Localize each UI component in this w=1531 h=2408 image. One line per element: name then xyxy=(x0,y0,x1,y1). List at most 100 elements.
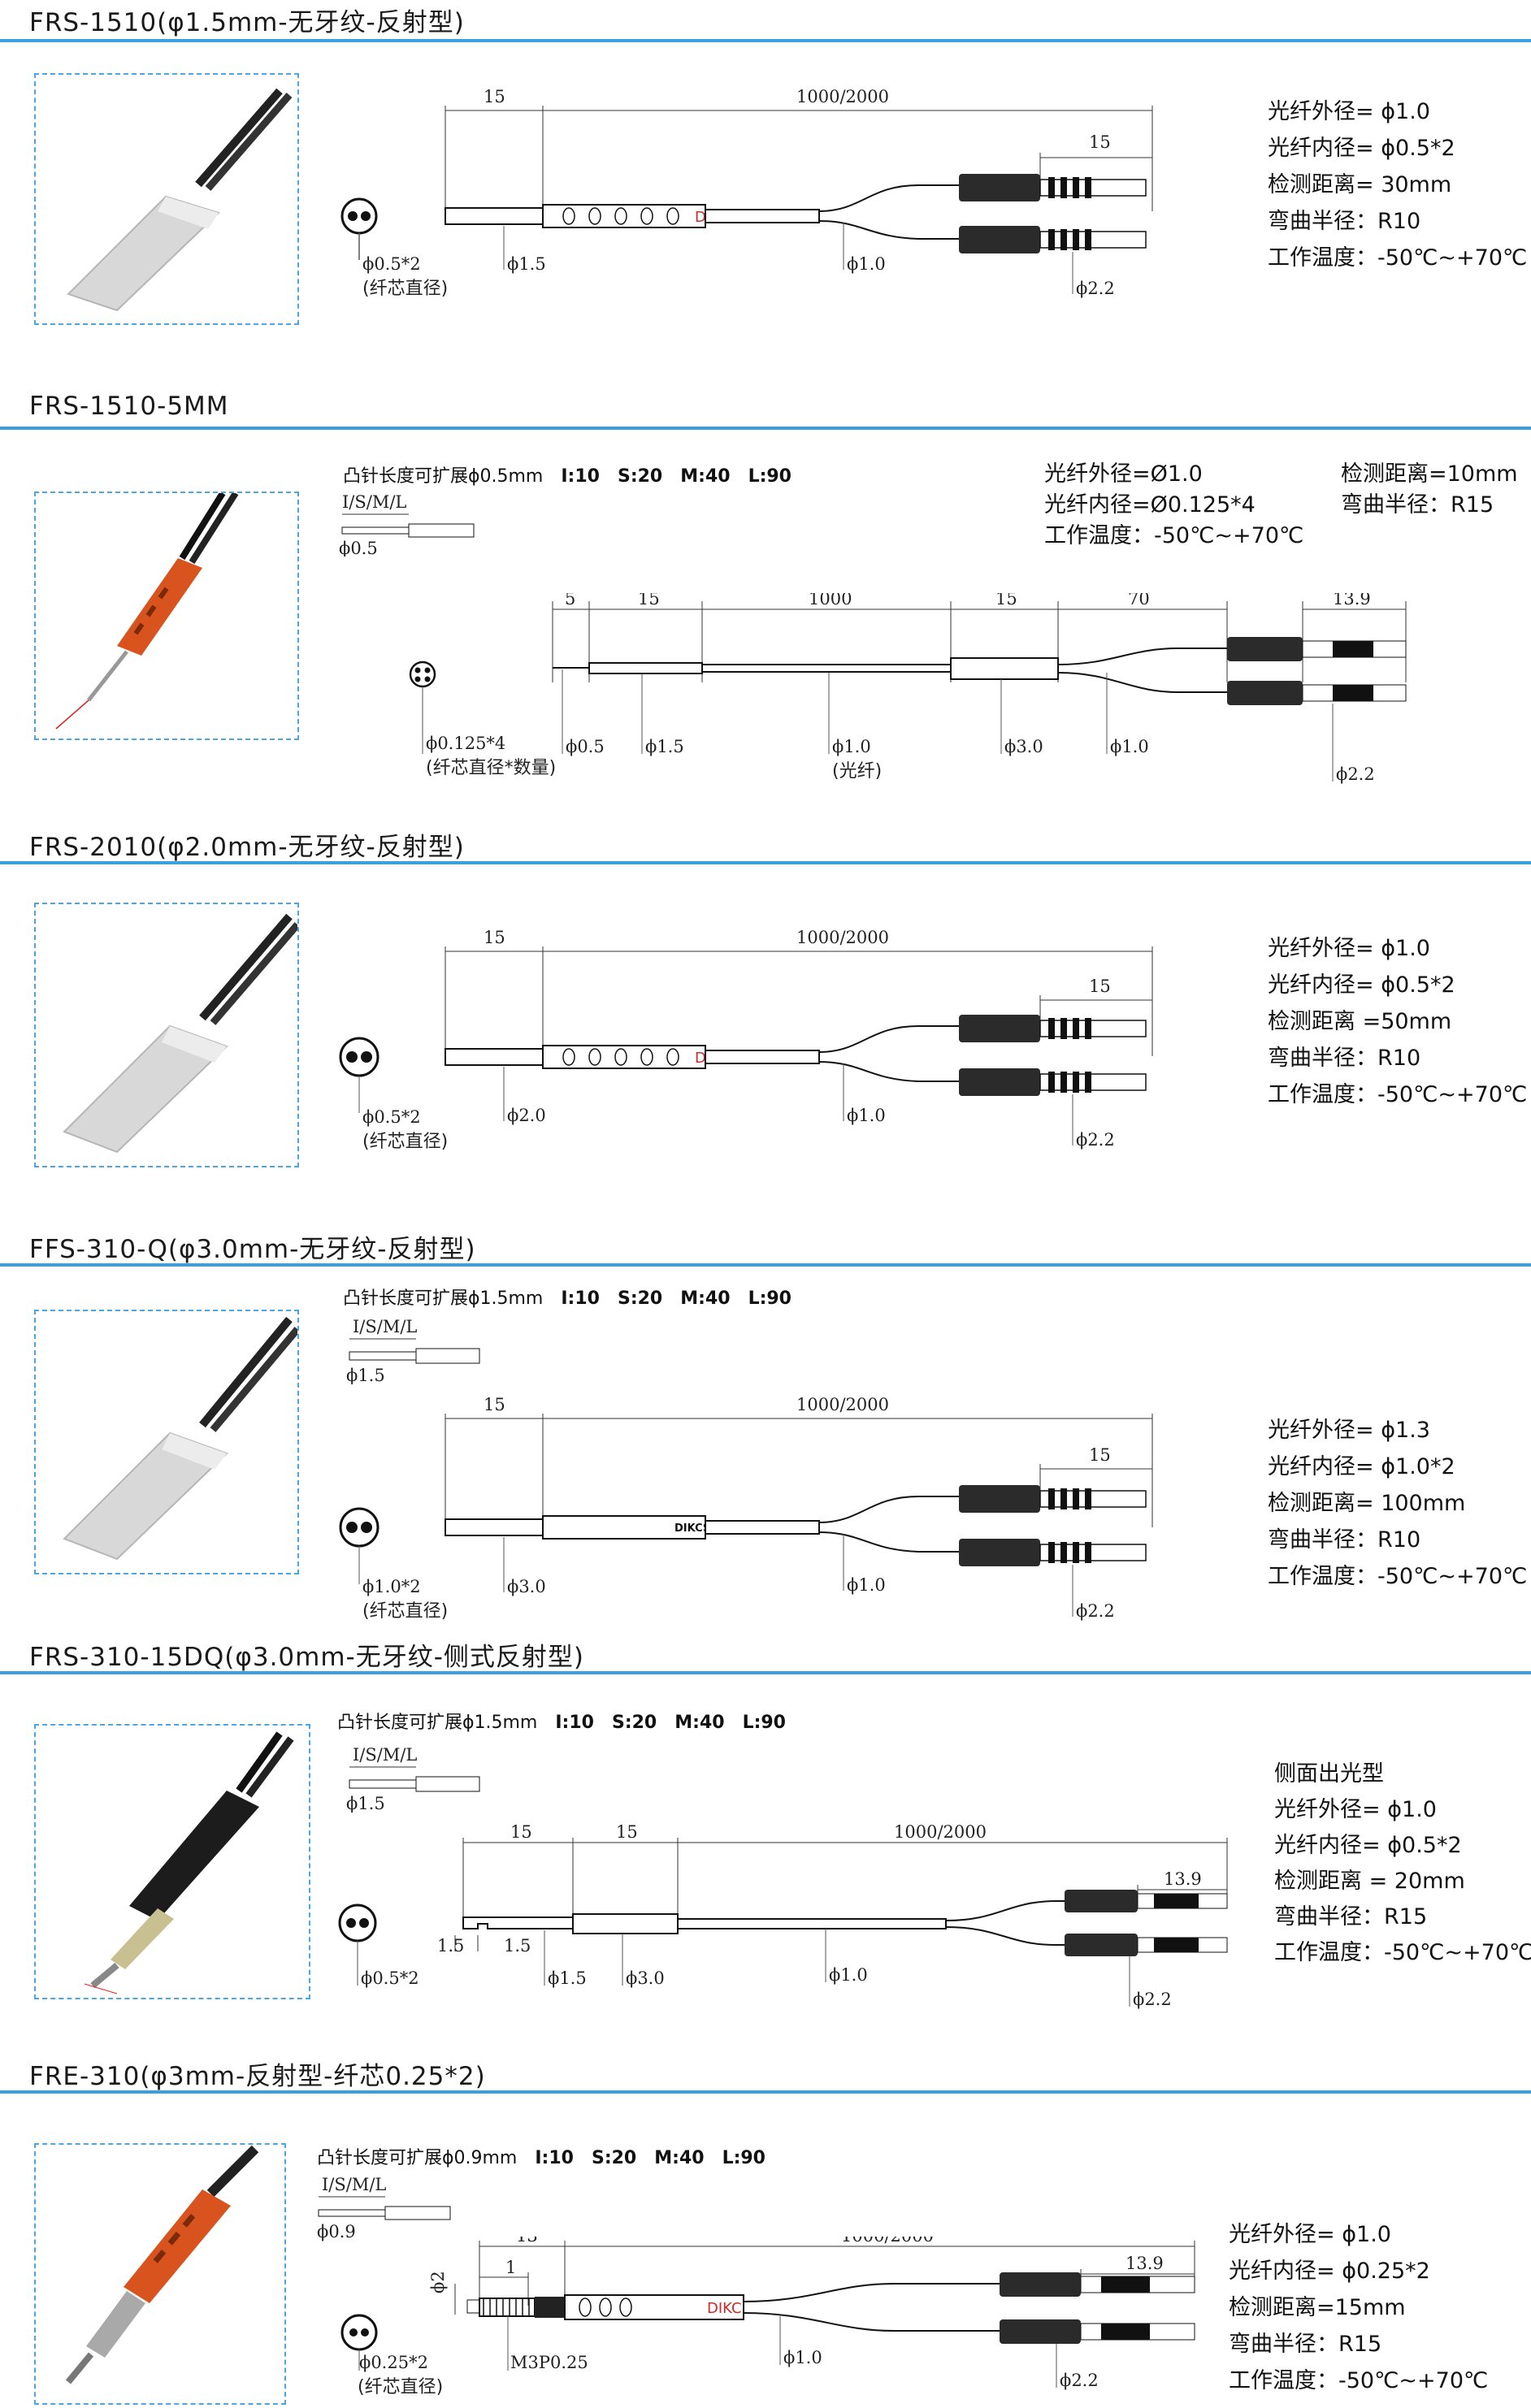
size-i: I:10 xyxy=(561,1288,600,1309)
size-l: L:90 xyxy=(742,1713,786,1733)
dimension-drawing: ϕ0.125*4 (纤芯直径*数量) 5 15 1000 15 70 13.9 … xyxy=(409,593,1407,784)
section-fre-310: FRE-310(φ3mm-反射型-纤芯0.25*2) 凸针长度可扩展ϕ0.9mm… xyxy=(0,2054,1531,2408)
sensor-image xyxy=(84,1731,294,1994)
spec-detect-distance: 检测距离= 30mm xyxy=(1268,172,1452,197)
dim-1: 1 xyxy=(505,2258,516,2277)
spec-detect-distance: 检测距离= 100mm xyxy=(1268,1491,1466,1516)
mid-diameter-label: ϕ3.0 xyxy=(626,1968,665,1988)
pin-diameter: ϕ0.5 xyxy=(339,539,378,557)
end-diameter-label: ϕ2.2 xyxy=(1060,2371,1099,2390)
section-divider xyxy=(0,39,1531,42)
size-s: S:20 xyxy=(591,2148,637,2168)
spec-inner-diameter: 光纤内径=Ø0.125*4 xyxy=(1044,492,1256,518)
dim-length: 1000/2000 xyxy=(894,1822,987,1842)
end-diameter-label: ϕ2.2 xyxy=(1076,279,1115,298)
pin-diameter: ϕ1.5 xyxy=(346,1366,385,1384)
tip-length-dim: 15 xyxy=(484,87,505,106)
spec-bend-radius: 弯曲半径：R10 xyxy=(1268,1046,1421,1071)
core-diameter-label: ϕ0.25*2 xyxy=(359,2353,428,2372)
section-frs-2010: FRS-2010(φ2.0mm-无牙纹-反射型) ϕ0.5*2 (纤芯直径) 1… xyxy=(0,825,1531,1231)
spec-outer-diameter: 光纤外径= ϕ1.0 xyxy=(1268,936,1430,961)
spec-temperature: 工作温度：-50℃~+70℃ xyxy=(1044,523,1304,548)
spec-detect-distance: 检测距离=15mm xyxy=(1229,2295,1406,2320)
spec-outer-diameter: 光纤外径= ϕ1.3 xyxy=(1268,1418,1430,1443)
size-s: S:20 xyxy=(617,1288,663,1309)
sensor-image xyxy=(55,493,239,730)
side-diameter-label: ϕ2 xyxy=(428,2271,448,2293)
spec-inner-diameter: 光纤内径= ϕ0.25*2 xyxy=(1229,2259,1430,2284)
core-diameter-note: (纤芯直径*数量) xyxy=(426,758,556,778)
dimension-drawing: ϕ0.25*2 (纤芯直径) 13 1 1000/2000 13.9 ϕ2 DI… xyxy=(340,2237,1195,2397)
cable-length-dim: 1000/2000 xyxy=(796,87,889,106)
spec-detect-distance: 检测距离 =50mm xyxy=(1268,1009,1452,1034)
head-diameter-label: ϕ1.5 xyxy=(507,254,546,274)
section-title: FRS-1510(φ1.5mm-无牙纹-反射型) xyxy=(29,8,465,37)
dim-13-9: 13.9 xyxy=(1333,593,1371,608)
sensor-image xyxy=(65,2145,259,2384)
core-diameter-label: ϕ0.5*2 xyxy=(362,254,421,274)
core-diameter-label: ϕ0.125*4 xyxy=(426,734,505,753)
spec-list-left: 光纤外径=Ø1.0 光纤内径=Ø0.125*4 工作温度：-50℃~+70℃ xyxy=(1044,459,1303,552)
dim-15b: 15 xyxy=(995,593,1017,608)
section-title: FRS-2010(φ2.0mm-无牙纹-反射型) xyxy=(29,833,465,862)
size-label: I/S/M/L xyxy=(353,1745,417,1765)
section-divider xyxy=(0,1671,1531,1674)
core-diameter-note: (纤芯直径) xyxy=(362,279,448,299)
size-m: M:40 xyxy=(654,2148,705,2168)
spec-temperature: 工作温度：-50℃~+70℃ xyxy=(1268,1564,1528,1589)
spec-bend-radius: 弯曲半径：R15 xyxy=(1229,2332,1382,2357)
spec-temperature: 工作温度：-50℃~+70℃ xyxy=(1274,1940,1531,1965)
fiber-diameter-label: ϕ1.0 xyxy=(829,1965,868,1985)
fiber-diameter-label: ϕ1.0 xyxy=(832,737,871,756)
dimension-drawing: ϕ0.5*2 (纤芯直径) 15 1000/2000 15 DIKC xyxy=(340,87,1153,299)
section-divider xyxy=(0,861,1531,864)
dimension-drawing: ϕ0.5*2 15 15 1000/2000 13.9 1.5 1.5 ϕ1.5… xyxy=(338,1822,1228,2009)
head-diameter-label: ϕ2.0 xyxy=(507,1106,546,1125)
size-i: I:10 xyxy=(535,2148,574,2168)
end-diameter-label: ϕ2.2 xyxy=(1076,1601,1115,1621)
cable-length-dim: 1000/2000 xyxy=(796,1395,889,1414)
spec-temperature: 工作温度：-50℃~+70℃ xyxy=(1229,2368,1489,2393)
fiber-diameter-label: ϕ1.0 xyxy=(847,254,886,274)
tip-length-dim: 15 xyxy=(484,1395,505,1414)
spec-detect-distance: 检测距离 = 20mm xyxy=(1274,1869,1465,1894)
extension-text: 凸针长度可扩展ϕ1.5mm xyxy=(337,1713,538,1733)
spec-temperature: 工作温度：-50℃~+70℃ xyxy=(1268,1082,1528,1107)
head-diameter-label: ϕ1.5 xyxy=(645,737,684,756)
fiber-diameter-label: ϕ1.0 xyxy=(783,2348,822,2367)
spec-bend-radius: 弯曲半径：R10 xyxy=(1268,209,1421,234)
dim-15a: 15 xyxy=(510,1822,532,1842)
head-diameter-label: ϕ1.5 xyxy=(548,1968,587,1988)
spec-list: 光纤外径= ϕ1.0 光纤内径= ϕ0.25*2 检测距离=15mm 弯曲半径：… xyxy=(1229,2216,1488,2399)
size-label: I/S/M/L xyxy=(322,2175,386,2194)
spec-bend-radius: 弯曲半径：R10 xyxy=(1268,1527,1421,1553)
spec-list-right: 检测距离=10mm 弯曲半径：R15 xyxy=(1341,459,1518,521)
end-diameter-label: ϕ2.2 xyxy=(1076,1130,1115,1150)
tip-length-dim: 15 xyxy=(484,928,505,947)
dim-15a: 15 xyxy=(638,593,660,608)
dim-5: 5 xyxy=(565,593,575,608)
section-divider xyxy=(0,1263,1531,1267)
core-diameter-label: ϕ0.5*2 xyxy=(362,1107,421,1127)
size-i: I:10 xyxy=(555,1713,594,1733)
slot-dim-a: 1.5 xyxy=(437,1936,464,1955)
size-label: I/S/M/L xyxy=(342,492,406,512)
spec-outer-diameter: 光纤外径=Ø1.0 xyxy=(1044,461,1203,487)
spec-bend-radius: 弯曲半径：R15 xyxy=(1341,492,1494,518)
spec-list: 光纤外径= ϕ1.3 光纤内径= ϕ1.0*2 检测距离= 100mm 弯曲半径… xyxy=(1268,1412,1527,1595)
spec-inner-diameter: 光纤内径= ϕ0.5*2 xyxy=(1274,1833,1462,1858)
sleeve-length-dim: 15 xyxy=(1089,1445,1111,1465)
spec-outer-diameter: 光纤外径= ϕ1.0 xyxy=(1274,1797,1437,1822)
section-frs-1510: FRS-1510(φ1.5mm-无牙纹-反射型) ϕ0.5*2 (纤芯直径) 1… xyxy=(0,0,1531,406)
spec-temperature: 工作温度：-50℃~+70℃ xyxy=(1268,245,1528,271)
sensor-image xyxy=(63,913,297,1154)
pin-sketch: I/S/M/L ϕ0.5 xyxy=(339,492,475,557)
size-s: S:20 xyxy=(611,1713,657,1733)
core-diameter-note: (纤芯直径) xyxy=(362,1601,448,1622)
size-l: L:90 xyxy=(722,2148,766,2168)
size-l: L:90 xyxy=(748,1288,792,1309)
dim-15b: 15 xyxy=(616,1822,638,1842)
section-frs-310-15dq: FRS-310-15DQ(φ3.0mm-无牙纹-侧式反射型) 凸针长度可扩展ϕ1… xyxy=(0,1635,1531,2057)
